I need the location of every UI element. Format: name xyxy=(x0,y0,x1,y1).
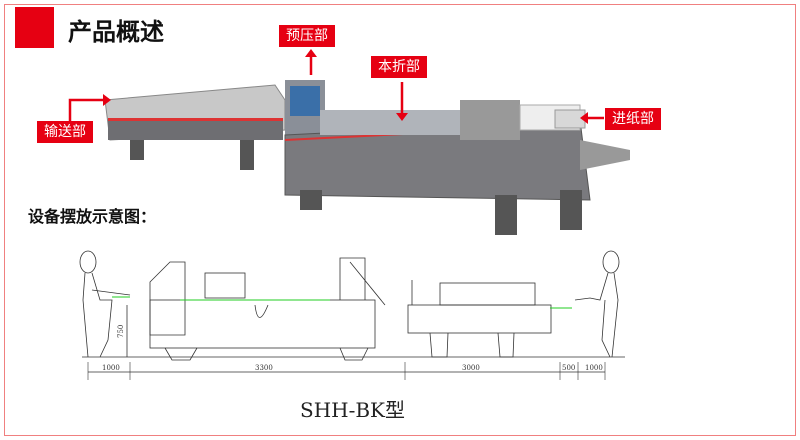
page-title: 产品概述 xyxy=(68,18,164,46)
dim-5: 1000 xyxy=(585,364,603,372)
label-main-fold: 本折部 xyxy=(371,56,427,78)
label-feeder: 进纸部 xyxy=(605,108,661,130)
dim-4: 500 xyxy=(562,364,575,372)
page-frame xyxy=(4,4,796,436)
label-conveyor: 输送部 xyxy=(37,121,93,143)
callout-arrows xyxy=(68,49,604,124)
model-caption: SHH-BK型 xyxy=(300,398,405,422)
dim-2: 3300 xyxy=(255,364,273,372)
dim-3: 3000 xyxy=(462,364,480,372)
height-dim: 750 xyxy=(117,325,125,338)
layout-drawing xyxy=(79,250,625,380)
operator-right-figure xyxy=(574,250,620,358)
operator-left-figure xyxy=(79,250,131,358)
label-pre-press: 预压部 xyxy=(279,25,335,47)
dim-1: 1000 xyxy=(102,364,120,372)
layout-section-title: 设备摆放示意图： xyxy=(28,207,157,226)
machine-photo xyxy=(104,80,630,235)
title-marker xyxy=(15,7,54,48)
